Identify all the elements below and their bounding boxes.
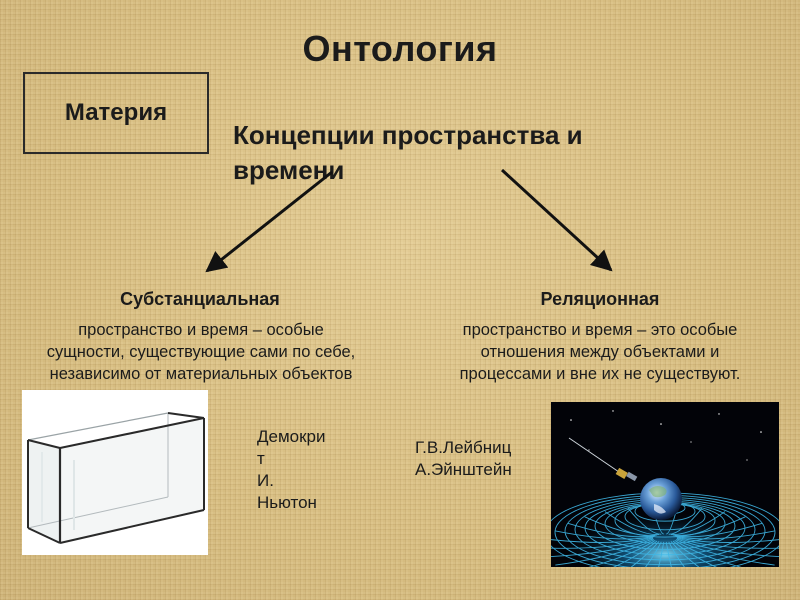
arrow-left bbox=[205, 170, 333, 273]
relational-thinkers: Г.В.Лейбниц А.Эйнштейн bbox=[415, 437, 555, 481]
thinker-name-line: Демокри bbox=[257, 427, 326, 446]
concepts-heading-line-2: времени bbox=[233, 155, 345, 185]
substantial-desc-line: пространство и время – особые bbox=[78, 321, 324, 339]
matter-label: Материя bbox=[64, 99, 168, 126]
thinker-name-line: И. bbox=[257, 471, 274, 490]
page-title: Онтология bbox=[302, 28, 498, 69]
relational-description: пространство и время – это особые отноше… bbox=[410, 319, 790, 385]
glass-aquarium-drawing bbox=[27, 412, 205, 544]
substantial-title: Субстанциальная bbox=[120, 289, 280, 309]
substantial-desc-line: независимо от материальных объектов bbox=[49, 365, 353, 383]
thinker-name-line: А.Эйнштейн bbox=[415, 460, 512, 479]
substantial-thinkers: Демокри т И. Ньютон bbox=[257, 426, 337, 514]
relational-title: Реляционная bbox=[540, 289, 660, 309]
glass-aquarium-image bbox=[22, 390, 208, 555]
substantial-desc-line: сущности, существующие сами по себе, bbox=[46, 343, 356, 361]
matter-box: Материя bbox=[23, 72, 209, 154]
concepts-heading-line-1: Концепции пространства и bbox=[233, 120, 583, 150]
substantial-description: пространство и время – особые сущности, … bbox=[0, 319, 402, 385]
relational-desc-line: отношения между объектами и bbox=[480, 343, 720, 361]
thinker-name-line: Ньютон bbox=[257, 493, 317, 512]
concepts-heading: Концепции пространства и времени bbox=[233, 118, 673, 188]
thinker-name-line: Г.В.Лейбниц bbox=[415, 438, 512, 457]
relational-desc-line: пространство и время – это особые bbox=[462, 321, 738, 339]
relational-desc-line: процессами и вне их не существуют. bbox=[459, 365, 741, 383]
spacetime-curvature-image bbox=[551, 402, 779, 567]
thinker-name-line: т bbox=[257, 449, 265, 468]
arrow-right bbox=[500, 168, 613, 272]
spacetime-grid-drawing bbox=[551, 402, 779, 567]
